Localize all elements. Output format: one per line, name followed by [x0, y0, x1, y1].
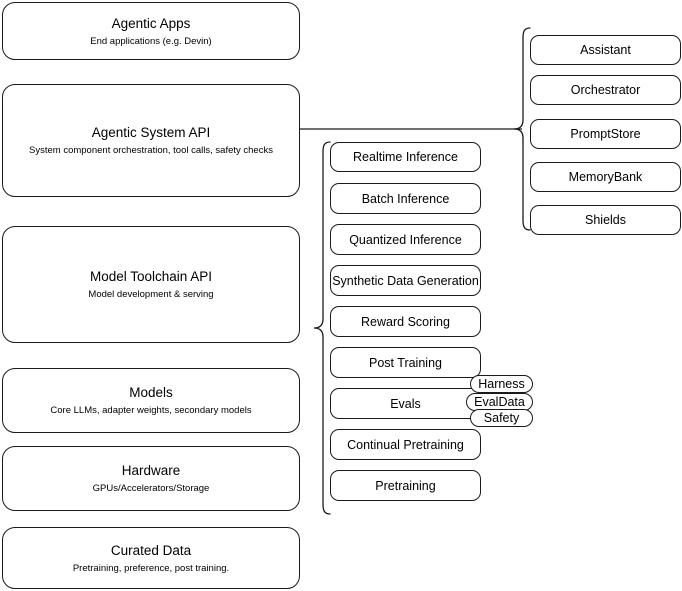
component-label: MemoryBank: [568, 170, 643, 184]
component-label: Assistant: [580, 43, 631, 57]
component-memorybank[interactable]: MemoryBank: [530, 162, 681, 192]
layer-curated-data[interactable]: Curated Data Pretraining, preference, po…: [2, 527, 300, 589]
capability-label: Post Training: [369, 355, 442, 370]
capability-label: Synthetic Data Generation: [332, 273, 479, 288]
layer-title: Hardware: [121, 463, 181, 478]
capability-label: Batch Inference: [361, 191, 450, 206]
component-assistant[interactable]: Assistant: [530, 35, 681, 65]
evals-subcomponent-safety[interactable]: Safety: [470, 409, 533, 427]
layer-agentic-system-api[interactable]: Agentic System API System component orch…: [2, 84, 300, 197]
capability-evals[interactable]: Evals: [330, 388, 481, 419]
layer-model-toolchain-api[interactable]: Model Toolchain API Model development & …: [2, 226, 300, 343]
capability-continual-pretraining[interactable]: Continual Pretraining: [330, 429, 481, 460]
layer-models[interactable]: Models Core LLMs, adapter weights, secon…: [2, 368, 300, 433]
brace-toolchain-capabilities: [310, 140, 332, 518]
component-orchestrator[interactable]: Orchestrator: [530, 75, 681, 105]
layer-title: Curated Data: [110, 542, 192, 558]
layer-title: Agentic System API: [91, 125, 211, 140]
evals-subcomponent-harness[interactable]: Harness: [470, 375, 533, 393]
evals-subcomponent-label: Safety: [483, 411, 520, 425]
component-promptstore[interactable]: PromptStore: [530, 119, 681, 149]
layer-subtitle: Core LLMs, adapter weights, secondary mo…: [50, 405, 252, 416]
layer-hardware[interactable]: Hardware GPUs/Accelerators/Storage: [2, 446, 300, 511]
component-label: Shields: [585, 213, 626, 227]
capability-post-training[interactable]: Post Training: [330, 347, 481, 378]
evals-subcomponent-evaldata[interactable]: EvalData: [466, 393, 533, 411]
connector-system-api-to-components: [300, 118, 530, 142]
layer-subtitle: End applications (e.g. Devin): [90, 35, 212, 47]
layer-title: Agentic Apps: [111, 15, 191, 31]
capability-label: Realtime Inference: [353, 150, 458, 164]
capability-label: Reward Scoring: [361, 314, 450, 329]
capability-label: Quantized Inference: [349, 232, 462, 247]
capability-pretraining[interactable]: Pretraining: [330, 470, 481, 501]
evals-subcomponent-label: EvalData: [474, 395, 525, 409]
layer-title: Models: [129, 385, 173, 400]
component-label: Orchestrator: [570, 83, 641, 97]
layer-subtitle: GPUs/Accelerators/Storage: [92, 483, 210, 494]
component-label: PromptStore: [570, 127, 641, 141]
component-shields[interactable]: Shields: [530, 205, 681, 235]
capability-label: Evals: [390, 396, 421, 411]
layer-agentic-apps[interactable]: Agentic Apps End applications (e.g. Devi…: [2, 2, 300, 60]
layer-title: Model Toolchain API: [89, 269, 213, 284]
capability-label: Pretraining: [375, 478, 436, 493]
capability-quantized-inference[interactable]: Quantized Inference: [330, 224, 481, 255]
layer-subtitle: Model development & serving: [88, 289, 214, 300]
capability-synthetic-data-generation[interactable]: Synthetic Data Generation: [330, 265, 481, 296]
layer-subtitle: System component orchestration, tool cal…: [29, 145, 273, 156]
evals-subcomponent-label: Harness: [478, 377, 525, 391]
capability-label: Continual Pretraining: [347, 437, 464, 452]
layer-subtitle: Pretraining, preference, post training.: [72, 562, 230, 574]
capability-batch-inference[interactable]: Batch Inference: [330, 183, 481, 214]
capability-realtime-inference[interactable]: Realtime Inference: [330, 142, 481, 172]
capability-reward-scoring[interactable]: Reward Scoring: [330, 306, 481, 337]
